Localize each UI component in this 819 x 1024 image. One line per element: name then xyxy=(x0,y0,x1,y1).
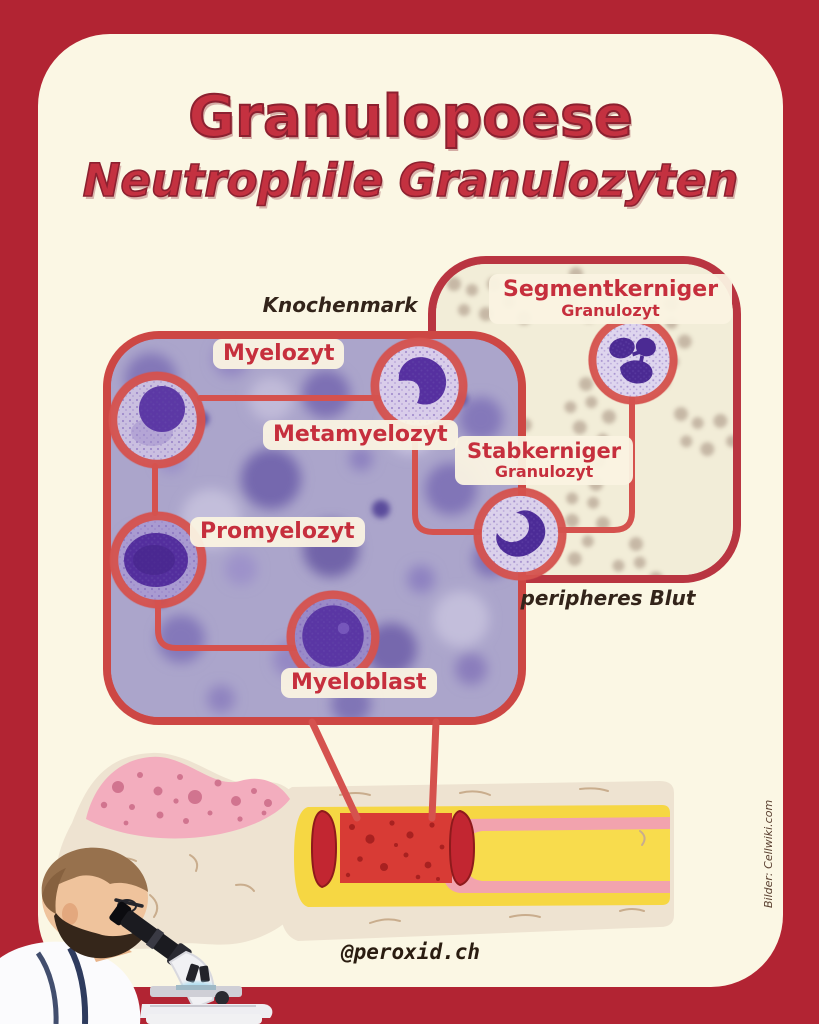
cell-myeloblast xyxy=(285,589,381,685)
stage-sublabel: Granulozyt xyxy=(561,301,660,321)
stage-label: Stabkerniger xyxy=(467,439,622,463)
badge-promyelozyt: Promyelozyt xyxy=(190,517,365,548)
scientist-with-microscope-illustration xyxy=(0,847,273,1024)
cell-stabkerniger xyxy=(472,486,568,582)
stage-label: Segmentkerniger xyxy=(503,277,719,302)
cell-segmentkerniger xyxy=(587,314,679,406)
cell-promyelozyt xyxy=(109,511,207,609)
badge-metamyelozyt: Metamyelozyt xyxy=(263,420,458,451)
label-peripheres-blut: peripheres Blut xyxy=(520,586,696,610)
image-credit: Bilder: Cellwiki.com xyxy=(762,799,775,908)
badge-stabkerniger: Stabkerniger Granulozyt xyxy=(455,436,634,485)
stage-sublabel: Granulozyt xyxy=(494,462,594,482)
page-subtitle: Neutrophile Granulozyten xyxy=(82,153,739,208)
badge-myelozyt: Myelozyt xyxy=(213,339,345,370)
stage-label: Myeloblast xyxy=(291,670,427,695)
stage-label: Promyelozyt xyxy=(200,519,355,544)
cell-metamyelozyt xyxy=(370,337,468,435)
badge-myeloblast: Myeloblast xyxy=(281,668,437,699)
label-knochenmark: Knochenmark xyxy=(262,293,418,317)
bone-illustration xyxy=(55,752,674,949)
badge-segmentkerniger: Segmentkerniger Granulozyt xyxy=(489,274,733,324)
social-handle: @peroxid.ch xyxy=(340,940,481,964)
stage-label: Metamyelozyt xyxy=(273,422,448,447)
stage-label: Myelozyt xyxy=(223,341,335,366)
cell-myelozyt xyxy=(108,371,206,469)
page-title: Granulopoese xyxy=(187,83,633,151)
